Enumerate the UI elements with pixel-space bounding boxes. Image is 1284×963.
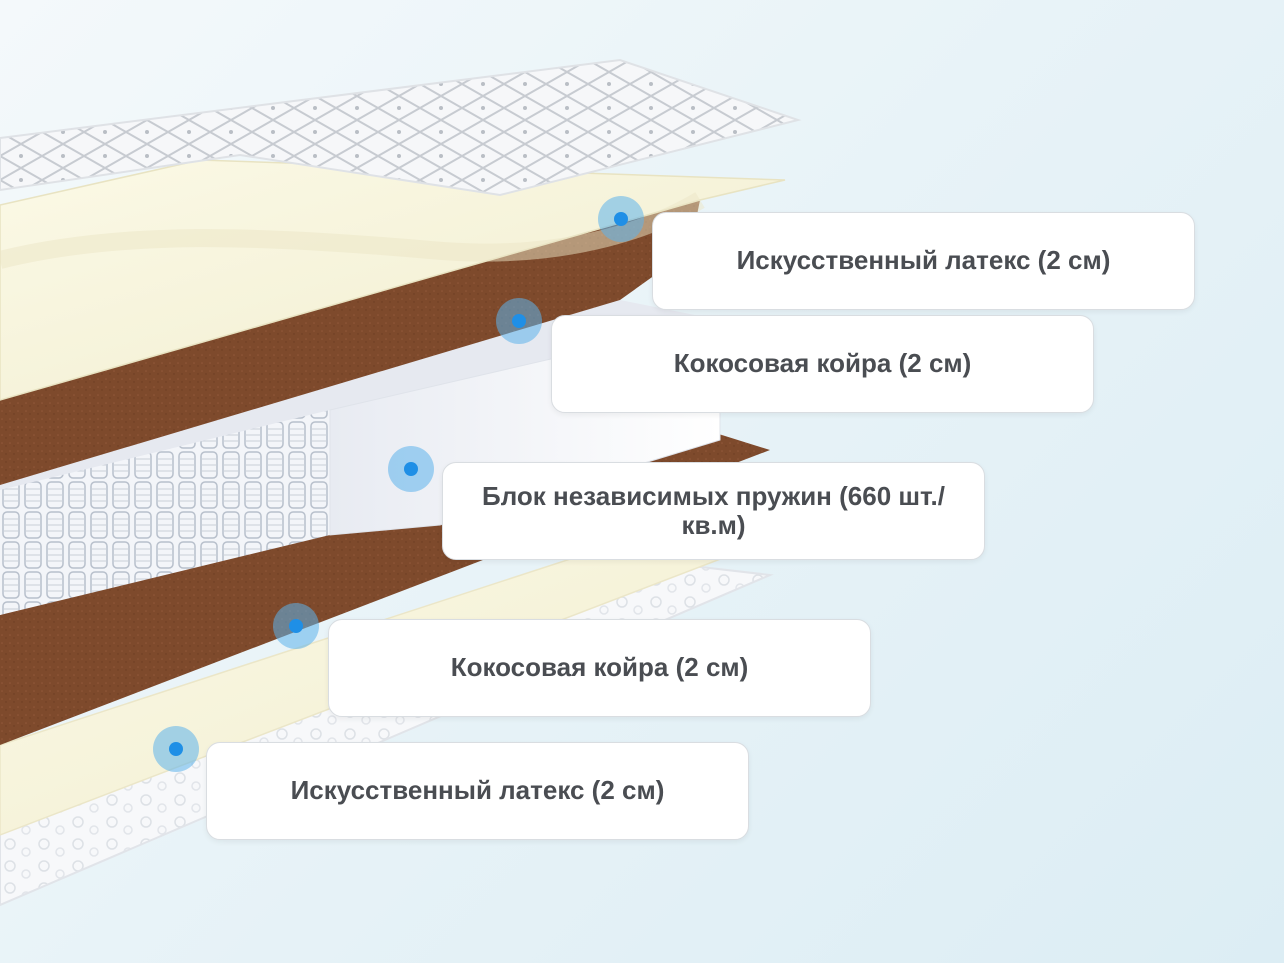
- marker-springs[interactable]: [388, 446, 434, 492]
- label-coir-top: Кокосовая койра (2 см): [551, 315, 1094, 413]
- label-springs: Блок независимых пружин (660 шт./кв.м): [442, 462, 985, 560]
- label-latex-bottom: Искусственный латекс (2 см): [206, 742, 749, 840]
- label-coir-bottom: Кокосовая койра (2 см): [328, 619, 871, 717]
- marker-coir-top[interactable]: [496, 298, 542, 344]
- marker-coir-bottom[interactable]: [273, 603, 319, 649]
- marker-latex-top[interactable]: [598, 196, 644, 242]
- top-cover-layer: [0, 60, 798, 195]
- marker-latex-bottom[interactable]: [153, 726, 199, 772]
- label-latex-top: Искусственный латекс (2 см): [652, 212, 1195, 310]
